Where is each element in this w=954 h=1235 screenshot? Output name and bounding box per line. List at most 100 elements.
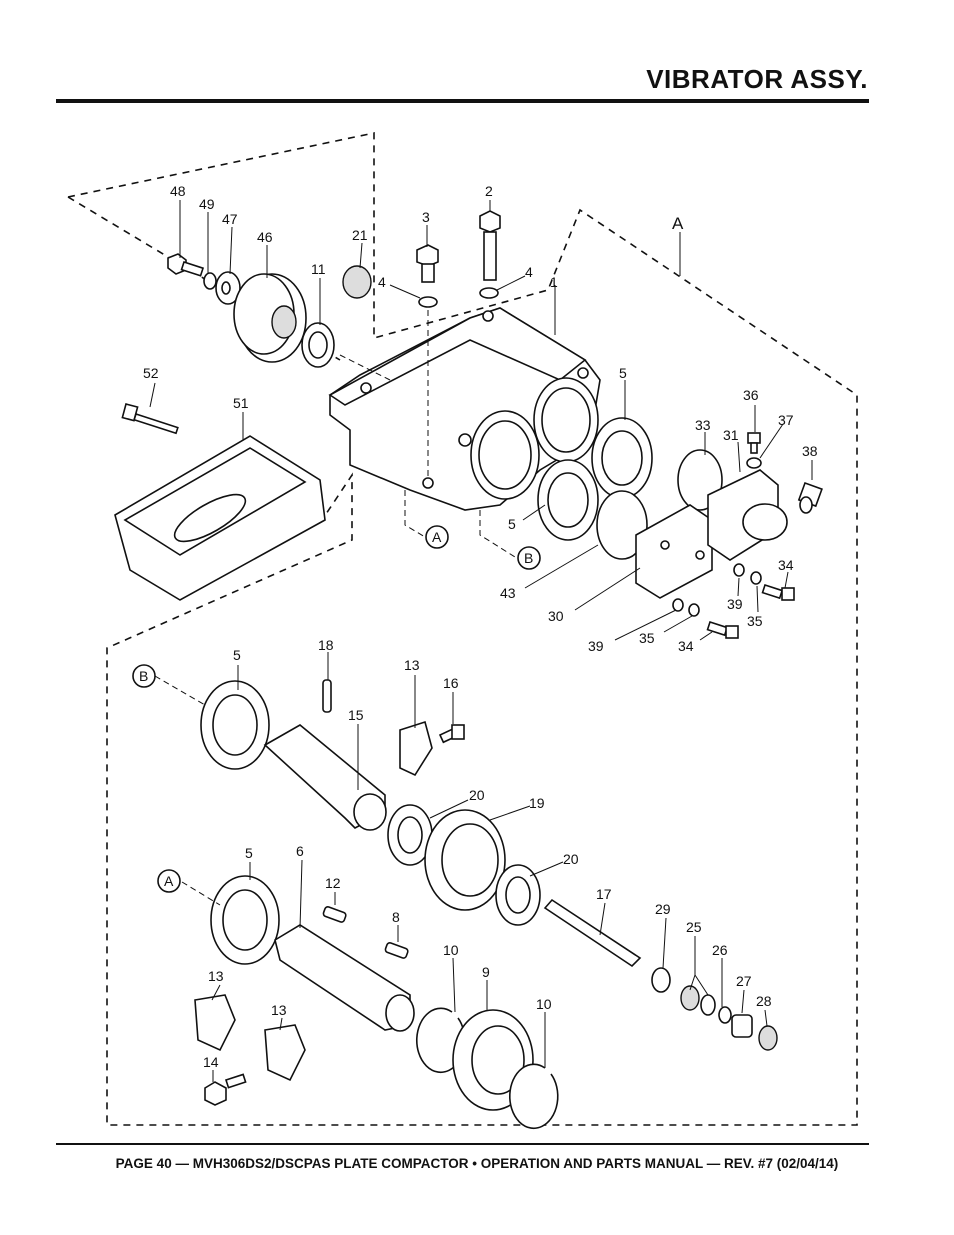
- shaft-17: [543, 898, 642, 968]
- bearing-5-upper-left: [537, 459, 599, 541]
- snap-ring-29: [651, 967, 671, 993]
- callout-37: 37: [778, 412, 794, 428]
- circle-b-housing: [517, 546, 541, 570]
- callout-5-upper-left: 5: [508, 516, 516, 532]
- callout-12: 12: [325, 875, 341, 891]
- callout-1: 1: [550, 274, 558, 290]
- page-title: VIBRATOR ASSY.: [646, 64, 868, 94]
- cover-30: [635, 504, 713, 599]
- bearing-20-lower: [495, 864, 541, 926]
- bolt-16: [438, 724, 465, 744]
- washer-4-left: [418, 296, 438, 308]
- callout-20-upper: 20: [469, 787, 485, 803]
- gear-19: [424, 809, 506, 911]
- callout-43: 43: [500, 585, 516, 601]
- snap-ring-10-right: [508, 1063, 559, 1130]
- bearing-25-a: [680, 985, 700, 1011]
- callout-4-left: 4: [378, 274, 386, 290]
- callout-29: 29: [655, 901, 671, 917]
- bolt-3: [416, 244, 439, 283]
- callout-46: 46: [257, 229, 273, 245]
- callout-18: 18: [318, 637, 334, 653]
- callout-15: 15: [348, 707, 364, 723]
- vibrator-housing-1: [328, 307, 601, 511]
- bolt-14: [204, 1073, 247, 1106]
- callout-5-lower-b: 5: [233, 647, 241, 663]
- callout-34-right: 34: [778, 557, 794, 573]
- callout-13-lower-right: 13: [271, 1002, 287, 1018]
- header-rule: [56, 99, 869, 103]
- bolt-52: [121, 403, 179, 435]
- callout-39-left: 39: [588, 638, 604, 654]
- oil-seal-11: [301, 322, 335, 368]
- callout-21: 21: [352, 227, 368, 243]
- callout-38: 38: [802, 443, 818, 459]
- washer-39-right: [733, 563, 745, 577]
- cap-21: [342, 265, 372, 299]
- fitting-38: [797, 481, 823, 514]
- cover-51: [114, 435, 326, 601]
- callout-48: 48: [170, 183, 186, 199]
- pulley-46: [233, 273, 307, 363]
- washer-39-left: [672, 598, 684, 612]
- callout-28: 28: [756, 993, 772, 1009]
- callout-39-right: 39: [727, 596, 743, 612]
- circle-a-lower: [157, 869, 181, 893]
- callout-5-upper-right: 5: [619, 365, 627, 381]
- bolt-48: [167, 253, 205, 277]
- washer-37: [746, 457, 762, 469]
- callout-8: 8: [392, 909, 400, 925]
- washer-4-right: [479, 287, 499, 299]
- callout-19: 19: [529, 795, 545, 811]
- bolt-34-left: [706, 620, 739, 639]
- callout-17: 17: [596, 886, 612, 902]
- bearing-5-lower-a: [210, 875, 280, 965]
- callout-13-upper: 13: [404, 657, 420, 673]
- callout-27: 27: [736, 973, 752, 989]
- bolt-36: [747, 432, 761, 454]
- nut-28: [758, 1025, 778, 1051]
- callout-51: 51: [233, 395, 249, 411]
- page-footer: PAGE 40 — MVH306DS2/DSCPAS PLATE COMPACT…: [115, 1156, 839, 1171]
- circle-b-lower: [132, 664, 156, 688]
- shaft-15: [263, 724, 387, 831]
- callout-2: 2: [485, 183, 493, 199]
- cover-31: [707, 469, 788, 561]
- callout-34-left: 34: [678, 638, 694, 654]
- callout-3: 3: [422, 209, 430, 225]
- callout-20-lower: 20: [563, 851, 579, 867]
- key-8: [384, 942, 409, 959]
- bolt-34-right: [761, 583, 795, 601]
- key-12: [322, 906, 347, 923]
- circle-a-housing: [425, 525, 449, 549]
- callout-10-left: 10: [443, 942, 459, 958]
- callout-30: 30: [548, 608, 564, 624]
- washer-35-right: [750, 571, 762, 585]
- bearing-5-lower-b: [200, 680, 270, 770]
- callout-11: 11: [311, 261, 326, 277]
- washer-47: [215, 271, 241, 305]
- callout-35-left: 35: [639, 630, 655, 646]
- weight-13-upper: [399, 720, 433, 777]
- callout-6: 6: [296, 843, 304, 859]
- footer-rule: [56, 1143, 869, 1145]
- washer-35-left: [688, 603, 700, 617]
- callout-circle-a-housing: A: [432, 529, 442, 545]
- pin-18: [322, 679, 332, 713]
- callout-circle-b-housing: B: [524, 550, 533, 566]
- callout-a-group: A: [672, 214, 684, 233]
- callout-10-right: 10: [536, 996, 552, 1012]
- washer-49: [203, 272, 217, 290]
- bushing-27: [731, 1014, 753, 1038]
- o-ring-43: [596, 490, 648, 560]
- bearing-20-upper: [387, 804, 433, 866]
- ring-26: [718, 1006, 732, 1024]
- leader-lines: [149, 200, 813, 1082]
- shaft-6: [274, 924, 415, 1032]
- callout-36: 36: [743, 387, 759, 403]
- callout-31: 31: [723, 427, 739, 443]
- callout-16: 16: [443, 675, 459, 691]
- callout-13-lower-left: 13: [208, 968, 224, 984]
- callout-circle-a-lower: A: [164, 873, 174, 889]
